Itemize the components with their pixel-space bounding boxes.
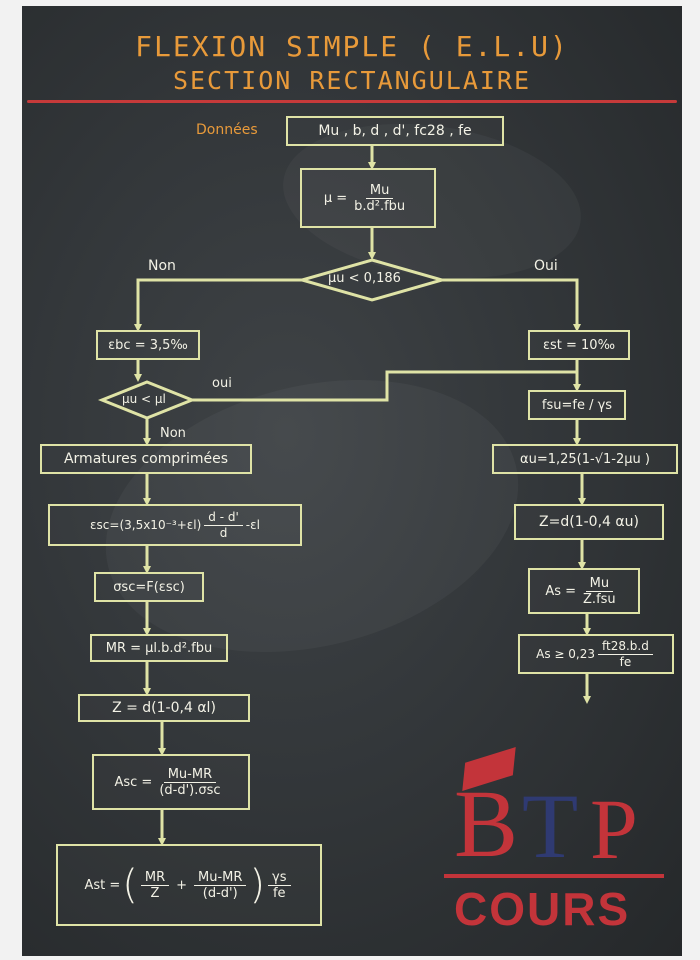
logo-cours-text: COURS bbox=[454, 883, 631, 935]
eps-sc-numerator: d - d' bbox=[204, 510, 243, 526]
asc-denominator: (d-d').σsc bbox=[159, 782, 221, 798]
ast-bracket-open: ( bbox=[122, 862, 138, 908]
asc-lhs: Asc = bbox=[114, 774, 153, 790]
ast-f3-denominator: fe bbox=[272, 885, 286, 901]
oui-label2: oui bbox=[212, 376, 232, 391]
as-box: As = Mu Z.fsu bbox=[528, 568, 640, 614]
ast-fraction2: Mu-MR (d-d') bbox=[194, 870, 247, 901]
asc-numerator: Mu-MR bbox=[163, 767, 217, 783]
decision1-diamond bbox=[296, 258, 448, 302]
as-denominator: Z.fsu bbox=[583, 591, 616, 607]
ast-bracket-close: ) bbox=[249, 862, 266, 908]
alpha-u-box: αu=1,25(1-√1-2μu ) bbox=[492, 444, 678, 474]
as-min-denominator: fe bbox=[619, 654, 632, 669]
ast-f2-numerator: Mu-MR bbox=[194, 870, 247, 886]
eps-sc-fraction: d - d' d bbox=[204, 510, 243, 541]
oui-label: Oui bbox=[534, 258, 558, 274]
as-min-numerator: ft28.b.d bbox=[598, 639, 653, 655]
non-label2: Non bbox=[160, 426, 186, 441]
mu-formula-box: μ = Mu b.d².fbu bbox=[300, 168, 436, 228]
as-lhs: As = bbox=[545, 583, 577, 599]
non-label: Non bbox=[148, 258, 176, 274]
logo-underline bbox=[444, 874, 664, 878]
title-line1: FLEXION SIMPLE ( E.L.U) bbox=[135, 30, 569, 63]
as-numerator: Mu bbox=[585, 576, 614, 592]
eps-sc-lhs: εsc=(3,5x10⁻³+εl) bbox=[90, 518, 202, 532]
as-fraction: Mu Z.fsu bbox=[579, 576, 620, 607]
eps-st-box: εst = 10‰ bbox=[528, 330, 630, 360]
eps-sc-box: εsc=(3,5x10⁻³+εl) d - d' d -εl bbox=[48, 504, 302, 546]
arrow-oui-branch bbox=[442, 278, 581, 332]
as-min-lhs: As ≥ 0,23 bbox=[536, 647, 595, 661]
decision1-text: μu < 0,186 bbox=[328, 271, 401, 286]
ast-fraction3: γs fe bbox=[268, 870, 291, 901]
sigma-sc-box: σsc=F(εsc) bbox=[94, 572, 204, 602]
fsu-box: fsu=fe / γs bbox=[528, 390, 626, 420]
ast-plus: + bbox=[176, 877, 188, 893]
btp-cours-logo: B T P COURS bbox=[424, 746, 674, 946]
z-left-box: Z = d(1-0,4 αl) bbox=[78, 694, 250, 722]
eps-sc-denominator: d bbox=[219, 525, 228, 540]
mr-box: MR = μl.b.d².fbu bbox=[90, 634, 228, 662]
decision2-text: μu < μl bbox=[122, 392, 166, 406]
donnees-label: Données bbox=[196, 122, 258, 138]
logo-letter-b: B bbox=[454, 770, 519, 877]
asc-fraction: Mu-MR (d-d').σsc bbox=[155, 767, 224, 798]
ast-f3-numerator: γs bbox=[268, 870, 291, 886]
as-min-fraction: ft28.b.d fe bbox=[598, 639, 653, 670]
logo-letter-p: P bbox=[590, 781, 638, 877]
armatures-box: Armatures comprimées bbox=[40, 444, 252, 474]
mu-denominator: b.d².fbu bbox=[354, 198, 406, 214]
eps-sc-rhs: -εl bbox=[245, 518, 260, 532]
title-line2: SECTION RECTANGULAIRE bbox=[172, 66, 532, 95]
ast-box: Ast = ( MR Z + Mu-MR (d-d') ) γs fe bbox=[56, 844, 322, 926]
asc-box: Asc = Mu-MR (d-d').σsc bbox=[92, 754, 250, 810]
ast-f2-denominator: (d-d') bbox=[202, 885, 238, 901]
mu-lhs: μ = bbox=[323, 190, 348, 206]
ast-f1-denominator: Z bbox=[150, 885, 160, 901]
title-underline bbox=[27, 100, 677, 103]
arrow-non-branch bbox=[134, 278, 302, 332]
mu-numerator: Mu bbox=[365, 183, 394, 199]
mu-fraction: Mu b.d².fbu bbox=[350, 183, 409, 214]
ast-f1-numerator: MR bbox=[140, 870, 170, 886]
arrow-oui-to-fsu bbox=[192, 370, 581, 402]
ast-fraction1: MR Z bbox=[140, 870, 170, 901]
logo-letter-t: T bbox=[522, 775, 579, 877]
flow-connectors bbox=[97, 146, 591, 846]
donnees-box: Mu , b, d , d', fc28 , fe bbox=[286, 116, 504, 146]
chalkboard: FLEXION SIMPLE ( E.L.U) SECTION RECTANGU… bbox=[22, 6, 682, 956]
ast-lhs: Ast = bbox=[84, 877, 121, 893]
z-right-box: Z=d(1-0,4 αu) bbox=[514, 504, 664, 540]
eps-bc-box: εbc = 3,5‰ bbox=[96, 330, 200, 360]
as-min-box: As ≥ 0,23 ft28.b.d fe bbox=[518, 634, 674, 674]
